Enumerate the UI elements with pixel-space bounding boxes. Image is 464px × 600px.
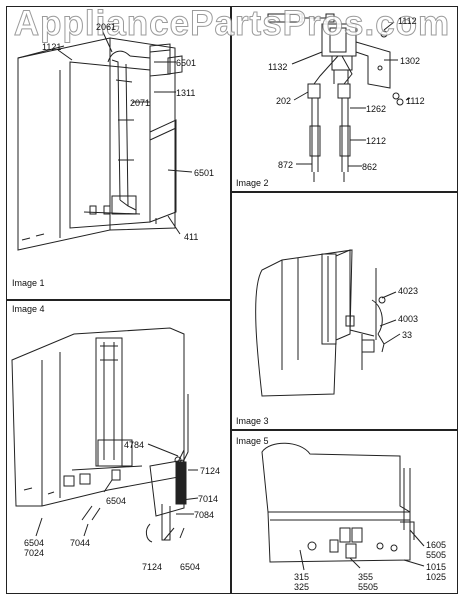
- part-label: 7124: [200, 466, 221, 476]
- part-label: 315: [294, 572, 310, 582]
- panel-caption: Image 5: [236, 436, 269, 446]
- panel-caption: Image 1: [12, 278, 45, 288]
- part-label: 355: [358, 572, 374, 582]
- part-label: 862: [362, 162, 378, 172]
- panel-image-4: [6, 300, 231, 594]
- panel-image-3: [231, 192, 458, 430]
- panel-caption: Image 2: [236, 178, 269, 188]
- part-label: 4784: [124, 440, 145, 450]
- part-label: 1132: [268, 62, 288, 72]
- part-label: 202: [276, 96, 292, 106]
- panel-caption: Image 4: [12, 304, 45, 314]
- part-label: 2071: [130, 98, 151, 108]
- image-3-drawing: [256, 250, 400, 396]
- part-label: 5505: [358, 582, 379, 592]
- part-label: 1605: [426, 540, 447, 550]
- panel-image-2: [231, 6, 458, 192]
- part-label: 411: [184, 232, 199, 242]
- part-label: 7124: [142, 562, 163, 572]
- part-label: 7024: [24, 548, 45, 558]
- image-1-drawing: [18, 30, 192, 250]
- part-label: 1311: [176, 88, 196, 98]
- part-label: 1262: [366, 104, 387, 114]
- part-label: 1212: [366, 136, 387, 146]
- part-label: 6504: [106, 496, 127, 506]
- image-4-drawing: [12, 328, 198, 542]
- part-label: 1015: [426, 562, 447, 572]
- image-5-drawing: [262, 443, 424, 570]
- part-label: 7044: [70, 538, 91, 548]
- part-label: 6501: [176, 58, 197, 68]
- part-label: 7014: [198, 494, 219, 504]
- watermark: AppliancePartsPros.com: [13, 4, 451, 44]
- part-label: 1112: [398, 16, 417, 26]
- part-label: 1025: [426, 572, 447, 582]
- panel-image-1: [6, 6, 231, 300]
- part-label: 1121: [42, 42, 62, 52]
- part-label: 4003: [398, 314, 419, 324]
- panel-caption: Image 3: [236, 416, 269, 426]
- part-label: 4023: [398, 286, 419, 296]
- part-label: 6504: [24, 538, 45, 548]
- part-label: 33: [402, 330, 413, 340]
- part-label: 6501: [194, 168, 215, 178]
- part-label: 5505: [426, 550, 447, 560]
- part-label: 7084: [194, 510, 215, 520]
- part-label: 1302: [400, 56, 421, 66]
- part-label: 1112: [406, 96, 425, 106]
- image-2-drawing: [268, 14, 410, 182]
- part-label: 872: [278, 160, 294, 170]
- part-label: 2061: [96, 22, 117, 32]
- part-label: 6504: [180, 562, 201, 572]
- part-label: 325: [294, 582, 310, 592]
